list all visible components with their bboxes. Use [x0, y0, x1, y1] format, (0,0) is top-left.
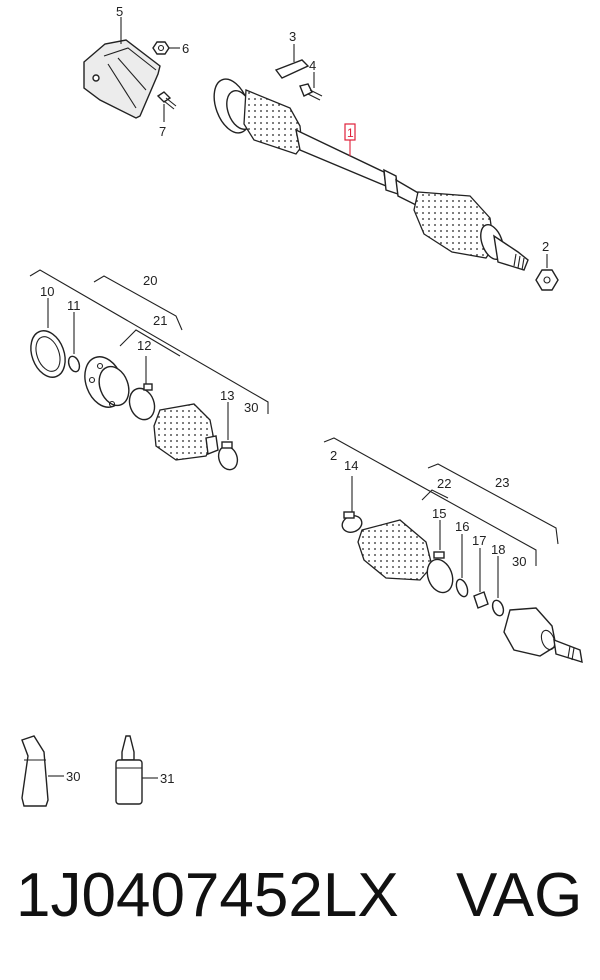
callout-30-left: 30: [244, 400, 258, 415]
callout-4: 4: [309, 58, 316, 73]
callout-14: 14: [344, 458, 358, 473]
callout-18: 18: [491, 542, 505, 557]
spacer-17: [473, 591, 489, 609]
bracket-22: [421, 489, 449, 501]
adhesive-bottle: [115, 735, 143, 805]
callout-3: 3: [289, 29, 296, 44]
callout-2-top: 2: [542, 239, 549, 254]
callout-23: 23: [495, 475, 509, 490]
callout-6: 6: [182, 41, 189, 56]
clamp-15: [426, 551, 454, 594]
lock-plate-3: [274, 59, 310, 79]
part-number: 1J0407452LX: [16, 861, 399, 930]
boot-right: [357, 519, 433, 581]
callout-12: 12: [137, 338, 151, 353]
callout-31: 31: [160, 771, 174, 786]
footer: 1J0407452LX VAG: [0, 860, 600, 960]
callout-2-kit: 2: [330, 448, 337, 463]
callout-20: 20: [143, 273, 157, 288]
drive-shaft-assembly: [213, 78, 529, 271]
clamp-13: [217, 441, 239, 471]
bolt-4: [299, 83, 323, 101]
callout-13: 13: [220, 388, 234, 403]
clamp-14: [341, 511, 363, 533]
brand-name: VAG: [456, 861, 583, 930]
bracket-20: [93, 275, 183, 331]
clamp-12: [128, 383, 156, 421]
nut-6: [152, 41, 170, 55]
boot-left: [153, 403, 219, 461]
callout-16: 16: [455, 519, 469, 534]
bracket-2: [323, 437, 537, 566]
grease-tube: [21, 735, 49, 807]
circlip-11: [67, 355, 81, 373]
bolt-7: [156, 91, 177, 110]
bracket-30-left: [29, 269, 269, 414]
parts-diagram: 5 6 7 1 2: [21, 4, 583, 807]
callout-15: 15: [432, 506, 446, 521]
callout-1: 1: [347, 126, 354, 140]
callout-30-tube: 30: [66, 769, 80, 784]
heat-shield-bracket: [83, 39, 161, 119]
bracket-23: [427, 463, 559, 545]
joint-housing: [84, 356, 130, 408]
callout-30-right: 30: [512, 554, 526, 569]
callout-11: 11: [67, 298, 81, 313]
circlip-18: [491, 599, 505, 617]
callout-7: 7: [159, 124, 166, 139]
gasket-10: [30, 330, 66, 378]
bracket-21: [119, 329, 181, 357]
callout-21: 21: [153, 313, 167, 328]
callout-22: 22: [437, 476, 451, 491]
nut-2: [535, 269, 559, 291]
outer-joint: [503, 607, 583, 664]
callout-5: 5: [116, 4, 123, 19]
washer-16: [455, 578, 469, 598]
callout-17: 17: [472, 533, 486, 548]
callout-10: 10: [40, 284, 54, 299]
